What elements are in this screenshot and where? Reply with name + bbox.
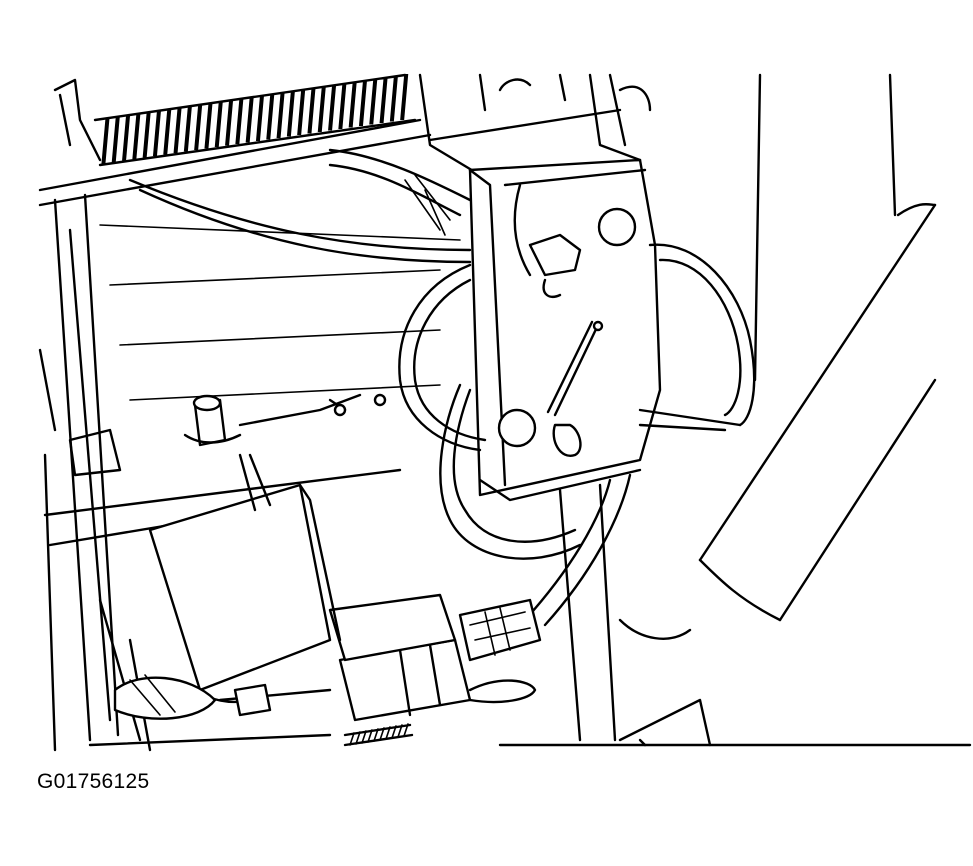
coil-turn xyxy=(379,727,385,741)
coil-turn xyxy=(348,81,357,128)
coil-turn xyxy=(328,84,337,131)
coil-turn xyxy=(367,729,373,743)
coil-spring xyxy=(53,73,417,167)
coil-turn xyxy=(235,98,244,144)
coil-turn xyxy=(276,92,285,138)
latch-cable xyxy=(128,148,472,264)
coil-turn xyxy=(338,83,347,129)
latch-plate xyxy=(468,158,662,502)
coil-turn xyxy=(173,107,182,153)
coil-turn xyxy=(391,725,397,739)
coil-turn xyxy=(361,730,367,744)
coil-turn xyxy=(152,110,162,156)
wire-connector xyxy=(328,473,712,747)
coil-turn xyxy=(317,86,326,132)
floor-outline xyxy=(498,738,972,747)
seat-track xyxy=(698,203,937,622)
coil-turn xyxy=(389,75,398,122)
coil-turn xyxy=(379,77,388,123)
coil-turn xyxy=(286,90,295,137)
coil-turn xyxy=(101,117,110,164)
coil-turn xyxy=(297,89,306,135)
coil-turn xyxy=(385,726,391,740)
coil-turn xyxy=(183,105,192,152)
coil-turn xyxy=(225,99,234,146)
figure-code: G01756125 xyxy=(37,770,150,793)
coil-turn xyxy=(132,113,141,159)
coil-turn xyxy=(111,116,120,162)
coil-turn xyxy=(163,108,172,155)
side-panel xyxy=(418,73,937,382)
coil-turn xyxy=(142,111,151,158)
coil-turn xyxy=(403,723,409,737)
motor-housing xyxy=(88,453,342,747)
coil-turn xyxy=(400,74,409,120)
coil-turn xyxy=(369,78,378,125)
coil-turn xyxy=(358,80,368,126)
coil-turn xyxy=(373,728,379,742)
wire-harness-loop xyxy=(398,243,756,560)
coil-turn xyxy=(255,95,265,141)
coil-turn xyxy=(122,114,131,161)
coil-turn xyxy=(245,96,254,143)
coil-turn xyxy=(397,724,403,738)
lower-spring xyxy=(343,723,414,747)
coil-turn xyxy=(349,732,355,746)
coil-turn xyxy=(194,104,203,150)
coil-turn xyxy=(266,93,275,140)
coil-turn xyxy=(307,87,316,134)
bolt xyxy=(183,393,387,447)
coil-turn xyxy=(204,102,213,149)
coil-turn xyxy=(214,101,223,147)
coil-turn xyxy=(355,731,361,745)
